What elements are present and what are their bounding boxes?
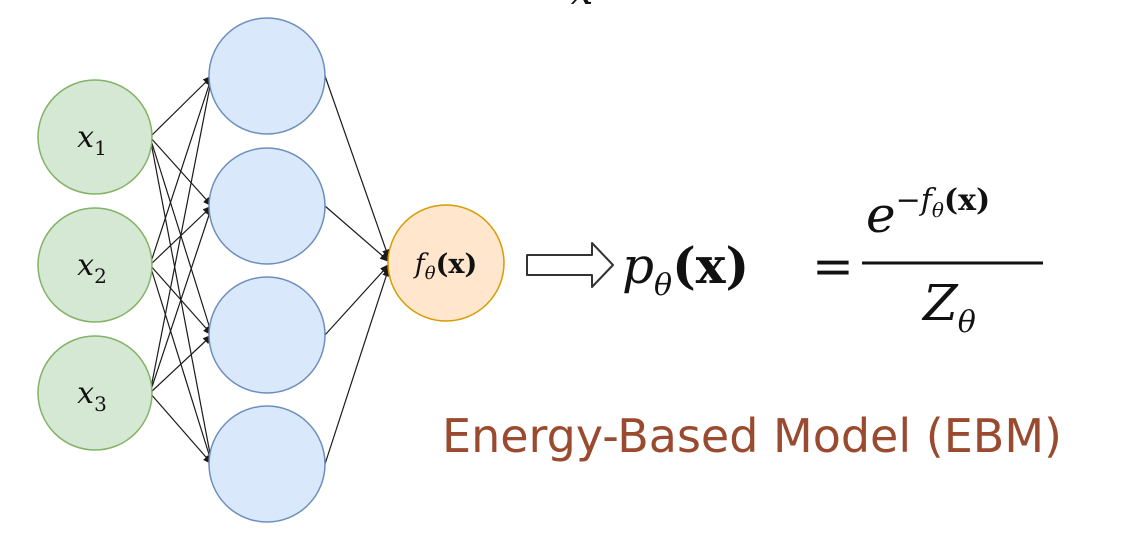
output-node	[387, 204, 505, 322]
hidden-layer	[208, 17, 326, 523]
edge-input-3-hidden-1	[149, 75, 215, 394]
edge-input-3-hidden-2	[149, 205, 213, 394]
edge-input-3-hidden-4	[149, 392, 213, 465]
input-node-2	[37, 207, 153, 323]
output-label: fθ(x)	[413, 249, 478, 284]
input-node-3	[37, 335, 153, 451]
equation: pθ(x) = e−fθ(x) Zθ	[622, 183, 1043, 340]
edge-hidden-2-output	[324, 205, 390, 263]
input-label-2: x2	[77, 248, 107, 288]
network-edges	[149, 75, 391, 465]
equation-denominator: Zθ	[921, 274, 976, 340]
equation-lhs: pθ(x)	[622, 236, 749, 303]
diagram-caption: Energy-Based Model (EBM)	[442, 409, 1062, 463]
edge-hidden-4-output	[324, 266, 391, 465]
input-label-3: x3	[77, 376, 107, 416]
edge-hidden-3-output	[324, 263, 390, 336]
equation-numerator: e−fθ(x)	[866, 183, 990, 244]
implies-arrow-icon	[526, 242, 614, 288]
top-cutoff-symbol: x	[571, 0, 594, 14]
hidden-node-2	[208, 147, 326, 265]
equation-equals: =	[812, 237, 854, 295]
edge-hidden-1-output	[324, 75, 390, 260]
input-label-1: x1	[77, 120, 107, 160]
edge-input-3-hidden-3	[149, 334, 213, 394]
hidden-node-3	[208, 276, 326, 394]
edge-input-2-hidden-1	[149, 75, 213, 266]
input-node-1	[37, 79, 153, 195]
output-layer: fθ(x)	[387, 204, 505, 322]
hidden-node-4	[208, 405, 326, 523]
input-layer: x1 x2 x3	[37, 79, 153, 451]
edge-input-1-hidden-1	[149, 75, 213, 138]
hidden-node-1	[208, 17, 326, 135]
